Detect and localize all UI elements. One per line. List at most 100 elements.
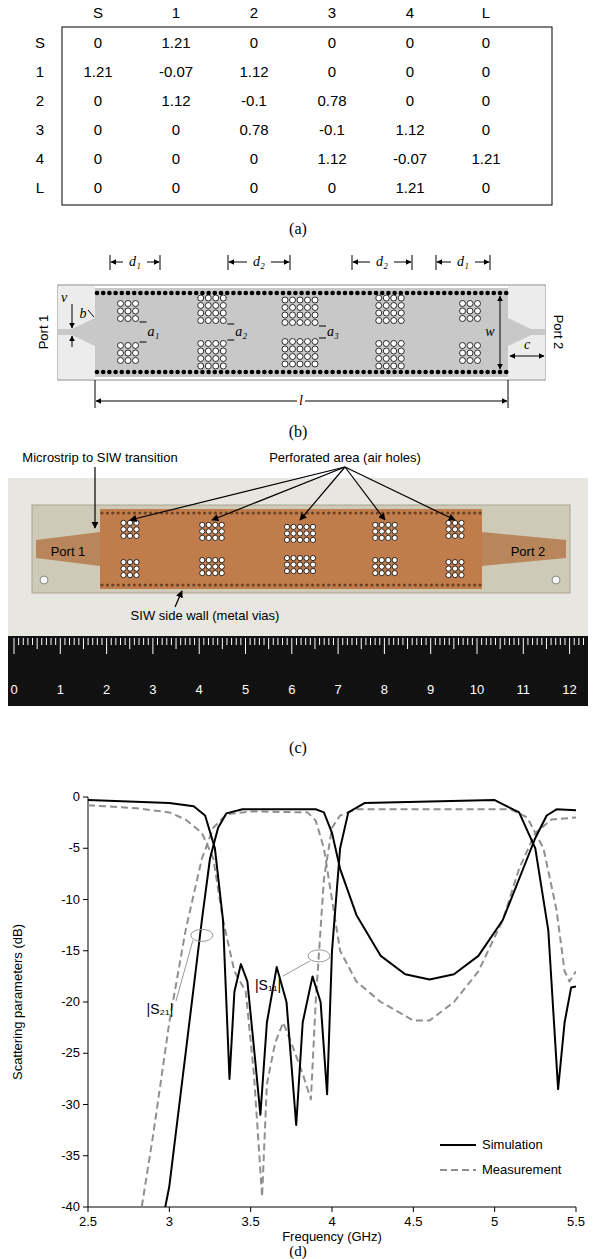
ruler-tick [46,638,47,645]
axis-tick [576,1207,577,1212]
air-hole [206,522,211,527]
via [225,370,230,375]
via [219,370,224,375]
air-hole [312,354,318,360]
air-hole [121,560,126,565]
ruler-tick [439,638,440,645]
via [473,583,476,586]
via [473,370,478,375]
matrix-cell: 0 [94,180,102,197]
via [299,291,304,296]
air-hole [398,363,404,369]
air-hole [125,358,131,364]
matrix-header: 2 [36,93,44,110]
ruler-tick [458,638,459,645]
matrix-cell: 0 [172,122,180,139]
via [424,511,427,514]
air-hole [297,524,302,529]
via [194,291,199,296]
via [417,370,422,375]
ruler-tick [500,638,501,649]
via [256,291,261,296]
tick-label: -20 [61,995,80,1009]
matrix-header: 1 [172,5,180,22]
air-hole [391,303,397,309]
air-hole [282,339,288,345]
air-hole [125,350,131,356]
air-hole [376,318,382,324]
air-hole [398,295,404,301]
via [300,511,303,514]
ruler-tick [342,638,343,645]
air-hole [213,363,219,369]
air-hole [213,564,218,569]
via [411,370,416,375]
via [380,291,385,296]
via [231,291,236,296]
ruler-tick [509,638,510,645]
via [120,370,125,375]
air-hole [297,556,302,561]
ruler-tick [393,638,394,645]
ruler-tick [125,638,126,645]
dimension-tick [227,324,234,325]
ruler-tick [569,638,570,654]
callout-text: Perforated area (air holes) [269,451,421,465]
ruler-tick [495,638,496,645]
ruler-tick [55,638,56,645]
via [214,583,217,586]
ruler-tick [426,638,427,645]
air-hole [290,346,296,352]
via [194,370,199,375]
via [343,511,346,514]
air-hole [304,531,309,536]
ruler-number: 2 [103,683,110,697]
via [414,511,417,514]
simulated-s11-curve [88,800,576,1125]
via [182,370,187,375]
via [262,370,267,375]
air-hole [386,522,391,527]
via [430,370,435,375]
ruler-tick [361,638,362,649]
via [318,370,323,375]
via [256,370,261,375]
axis-tick [169,1207,170,1212]
via [279,511,282,514]
via [436,291,441,296]
tick-label: -40 [61,1200,80,1214]
via [138,370,143,375]
axis-tick [83,1207,88,1208]
matrix-cell: 0.78 [317,93,346,110]
dimension-label: v [61,290,67,305]
air-hole [127,520,132,525]
air-hole [467,308,473,314]
via [192,511,195,514]
air-hole [200,522,205,527]
via [312,291,317,296]
air-hole [133,301,139,307]
dimension-tick [490,255,491,270]
ruler-tick [277,638,278,645]
matrix-cell: 1.12 [161,93,190,110]
air-hole [452,520,457,525]
via [387,511,390,514]
ruler-tick [162,638,163,645]
via [405,370,410,375]
air-hole [282,361,288,367]
matrix-cell: 1.12 [395,122,424,139]
via [187,511,190,514]
air-hole [391,348,397,354]
via [392,511,395,514]
siw-cavity [95,288,508,377]
via [175,291,180,296]
dimension-arrow [437,262,451,263]
air-hole [398,348,404,354]
air-hole [459,533,464,538]
ruler-tick [370,638,371,645]
air-hole [373,558,378,563]
measured-s11-curve [88,805,576,1197]
air-hole [297,320,303,326]
via [203,583,206,586]
ruler-tick [389,638,390,645]
